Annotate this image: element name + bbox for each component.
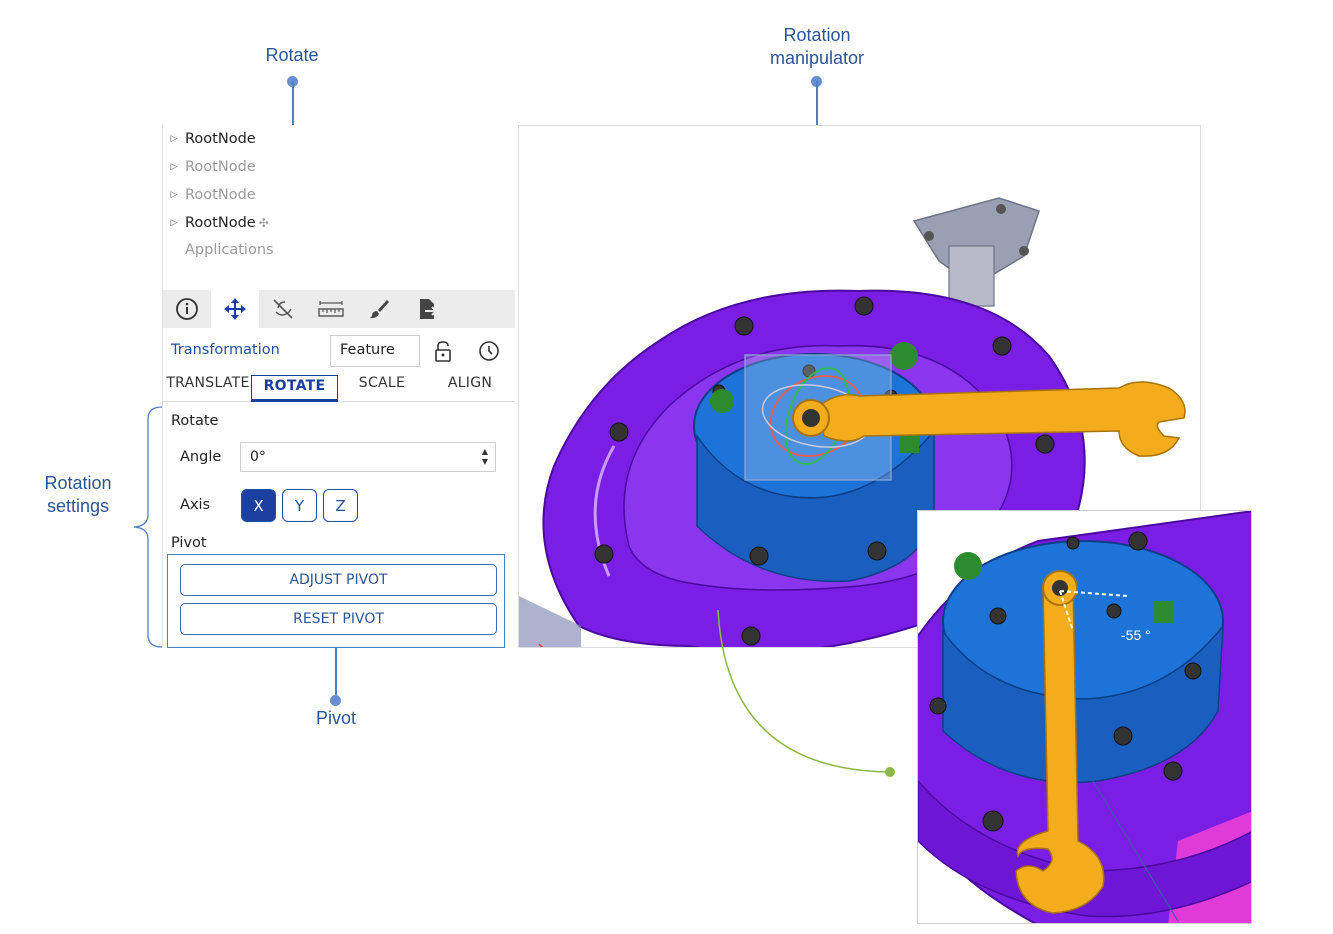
- bolts: [594, 296, 1055, 646]
- pivot-label: Pivot: [171, 535, 207, 551]
- tab-align[interactable]: ALIGN: [447, 375, 493, 391]
- pivot-callout-line: [335, 648, 337, 698]
- inset-angle-arc: [1059, 590, 1129, 632]
- paint-icon: [370, 300, 389, 319]
- transform-mode-select[interactable]: Feature: [330, 335, 420, 367]
- rotation-settings-bracket: [133, 406, 163, 648]
- inset-model: [918, 511, 1251, 923]
- paint-tool[interactable]: [355, 290, 403, 328]
- axis-x-button[interactable]: X: [241, 489, 276, 522]
- inset-angle-readout: -55 °: [1121, 627, 1151, 643]
- chevron-down-icon[interactable]: ▼: [481, 457, 488, 466]
- 3d-viewport[interactable]: [518, 125, 1201, 648]
- info-icon: [176, 298, 198, 320]
- expand-triangle-icon[interactable]: ▷: [170, 190, 178, 200]
- inset-housing-front: [918, 779, 1251, 918]
- tree-item[interactable]: ▷ RootNode: [163, 183, 256, 207]
- tree-item-label: Applications: [185, 242, 274, 258]
- transformation-title: Transformation: [171, 342, 280, 358]
- export-tool[interactable]: [403, 290, 451, 328]
- angle-value: 0°: [250, 449, 266, 465]
- reset-pivot-button[interactable]: RESET PIVOT: [180, 603, 497, 635]
- tree-item[interactable]: ▷ RootNode: [163, 155, 256, 179]
- axis-z-button[interactable]: Z: [323, 489, 358, 522]
- inset-blue-hub-body: [942, 623, 1224, 784]
- inset-green-fitting: [954, 552, 982, 580]
- measure-icon: [318, 301, 344, 317]
- inset-wrench-nut: [1052, 580, 1068, 596]
- angle-input[interactable]: 0° ▲▼: [240, 442, 496, 472]
- rotation-settings-callout: Rotation settings: [28, 472, 128, 518]
- bracket-hole: [924, 231, 934, 241]
- tree-item-label: RootNode: [185, 215, 256, 231]
- rotation-zoom-inset: -55 °: [917, 510, 1252, 924]
- angle-spinner[interactable]: ▲▼: [482, 447, 488, 467]
- tree-item[interactable]: ▷ RootNode ✣: [163, 211, 269, 235]
- move-icon: [224, 298, 246, 320]
- rotation-manipulator-callout-line2: manipulator: [769, 48, 865, 68]
- side-panel: ▷ RootNode ▷ RootNode ▷ RootNode ▷ RootN…: [162, 125, 516, 648]
- history-icon[interactable]: [478, 340, 500, 362]
- rotation-settings-callout-line1: Rotation: [44, 473, 112, 493]
- export-icon: [420, 299, 438, 319]
- pivot-group: [167, 554, 505, 648]
- tree-item-label: RootNode: [185, 187, 256, 203]
- green-fitting: [899, 431, 919, 453]
- rotate-section-title: Rotate: [171, 413, 219, 429]
- bracket-post: [948, 245, 995, 307]
- axis-triad: [519, 596, 581, 647]
- lock-icon[interactable]: [432, 340, 454, 362]
- toolbar: [163, 290, 515, 328]
- expand-triangle-icon[interactable]: ▷: [170, 162, 178, 172]
- info-tool[interactable]: [163, 290, 211, 328]
- green-fitting: [710, 389, 734, 413]
- tree-item-label: RootNode: [185, 159, 256, 175]
- rotation-manipulator-callout-line1: Rotation: [783, 25, 851, 45]
- rotate-callout: Rotate: [265, 45, 319, 65]
- move-handle-icon: ✣: [258, 216, 269, 230]
- tab-rotate[interactable]: ROTATE: [251, 375, 338, 402]
- angle-label: Angle: [180, 449, 222, 465]
- bracket-hole: [996, 204, 1006, 214]
- inset-green-fitting: [1153, 601, 1173, 623]
- inset-axis-line: [1092, 780, 1179, 922]
- move-tool[interactable]: [211, 290, 259, 328]
- rotation-settings-callout-line2: settings: [46, 496, 110, 516]
- axis-triad-x: [538, 643, 544, 647]
- chevron-up-icon[interactable]: ▲: [481, 447, 488, 456]
- axis-label: Axis: [180, 497, 211, 513]
- green-fitting: [890, 342, 918, 370]
- expand-triangle-icon[interactable]: ▷: [170, 134, 178, 144]
- axis-y-button[interactable]: Y: [282, 489, 317, 522]
- tab-translate[interactable]: TRANSLATE: [166, 375, 250, 391]
- tree-item-label: RootNode: [185, 131, 256, 147]
- tree-item[interactable]: ▷ RootNode: [163, 127, 256, 151]
- inset-bolts: [929, 531, 1202, 832]
- adjust-pivot-button[interactable]: ADJUST PIVOT: [180, 564, 497, 596]
- expand-triangle-icon[interactable]: ▷: [170, 218, 178, 228]
- section-icon: [273, 299, 293, 319]
- inset-connector: [717, 609, 895, 777]
- tab-scale[interactable]: SCALE: [358, 375, 406, 391]
- 3d-model: [519, 197, 1186, 647]
- measure-tool[interactable]: [307, 290, 355, 328]
- transformation-row: Transformation Feature: [163, 330, 515, 370]
- inset-wrench: [1015, 582, 1105, 914]
- wrench: [818, 381, 1186, 457]
- rotation-manipulator-callout: Rotation manipulator: [752, 24, 882, 70]
- pivot-callout: Pivot: [315, 708, 357, 728]
- transform-tabs: TRANSLATE ROTATE SCALE ALIGN: [163, 370, 515, 402]
- wrench-nut: [802, 409, 820, 427]
- tree-item-applications[interactable]: Applications: [163, 238, 274, 262]
- pivot-callout-dot: [330, 695, 341, 706]
- bracket-hole: [1019, 246, 1029, 256]
- section-tool[interactable]: [259, 290, 307, 328]
